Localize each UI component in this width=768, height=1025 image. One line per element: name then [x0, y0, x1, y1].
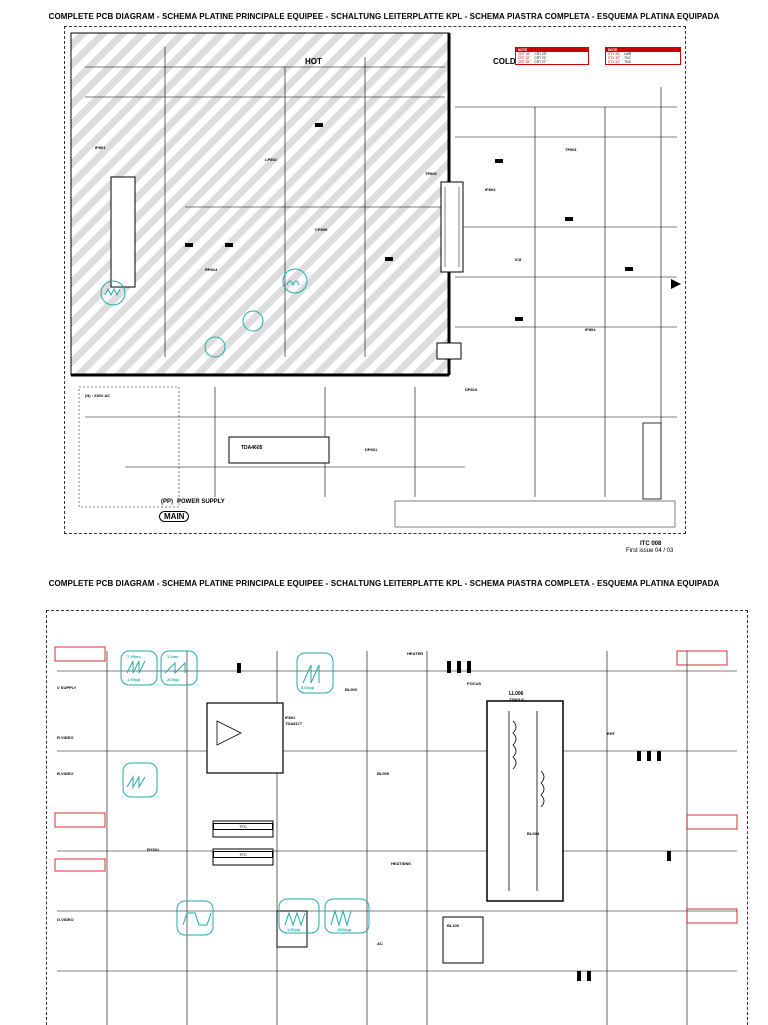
- hot-zone-label: HOT: [305, 57, 322, 66]
- transformer-label: LL006: [509, 691, 524, 697]
- table-right-header: NOTE: [606, 48, 680, 52]
- component-label: HEATSINK: [391, 861, 412, 866]
- top-title: COMPLETE PCB DIAGRAM - SCHEMA PLATINE PR…: [48, 12, 720, 21]
- waveform-label: 1.5Vpp: [127, 677, 141, 682]
- net-label: R.VIDEO: [57, 735, 74, 740]
- component-label: CP805: [315, 227, 328, 232]
- net-label: B.VIDEO: [57, 771, 74, 776]
- waveform-label: 1.5Vpp: [287, 927, 301, 932]
- component-table-right: NOTE STV 28"LMR STV 32"TNC STV 21"TNS: [605, 47, 681, 65]
- bottom-title: COMPLETE PCB DIAGRAM - SCHEMA PLATINE PR…: [48, 579, 720, 588]
- waveform-label: 7.29ms: [127, 654, 141, 659]
- table-right-cell: TNC: [624, 56, 631, 60]
- power-supply-label: POWER SUPPLY: [177, 499, 225, 505]
- net-label: EHT: [607, 731, 615, 736]
- component-label: IP804: [585, 327, 596, 332]
- table-left-header: NOTE: [516, 48, 588, 52]
- component-label: DP813: [465, 387, 478, 392]
- component-label: IC8: [515, 257, 522, 262]
- net-label: FOCUS: [467, 681, 481, 686]
- waveform-label: 1.2ms: [167, 654, 179, 659]
- net-label: V SUPPLY: [57, 685, 77, 690]
- net-label: HEATER: [407, 651, 424, 656]
- component-label: IP801: [95, 145, 106, 150]
- component-label: BL003: [345, 687, 358, 692]
- waveform-label: 150Vpp: [337, 927, 352, 932]
- power-supply-drawing: [70, 32, 681, 528]
- chip-label: TDA4605: [241, 445, 263, 451]
- component-label: TP801: [565, 147, 577, 152]
- net-label: AC: [377, 941, 383, 946]
- main-badge: MAIN: [159, 511, 190, 522]
- component-label: LP802: [265, 157, 277, 162]
- component-label: BL004: [527, 831, 540, 836]
- component-label: IP803: [485, 187, 496, 192]
- deflection-drawing: [54, 646, 738, 1025]
- waveform-label: 5.6Vpp: [301, 685, 315, 690]
- component-label: BL005: [377, 771, 390, 776]
- heatsink-label: TFC: [213, 823, 273, 830]
- power-supply-schematic: HOT COLD NOTE CRT 28"CRT 29" CRT 32"CRT …: [64, 26, 686, 534]
- table-right-cell: LMR: [624, 52, 632, 56]
- ic-part-label: TDA8177: [285, 721, 303, 726]
- table-left-cell: CRT 32": [518, 56, 531, 60]
- net-label: G.VIDEO: [57, 917, 74, 922]
- cold-zone-label: COLD: [493, 57, 516, 66]
- footer-code: ITC 008: [640, 541, 662, 547]
- waveform-label: 26Vpp: [167, 677, 180, 682]
- component-table-left: NOTE CRT 28"CRT 29" CRT 32"CRT 21" CRT 2…: [515, 47, 589, 65]
- component-label: TP802: [425, 171, 437, 176]
- component-label: DP801: [365, 447, 378, 452]
- module-label: BL100: [447, 923, 460, 928]
- table-right-cell: TNS: [624, 60, 631, 64]
- table-left-cell: CRT 28": [518, 52, 531, 56]
- table-left-cell: CRT 27": [534, 60, 547, 64]
- footer-issue: First issue 04 / 03: [626, 548, 674, 554]
- table-right-cell: STV 28": [608, 52, 621, 56]
- heatsink-label: TFC: [213, 851, 273, 858]
- table-left-cell: CRT 29": [534, 52, 547, 56]
- table-right-cell: STV 21": [608, 60, 621, 64]
- table-left-cell: CRT 25": [518, 60, 531, 64]
- component-label: BY601: [147, 847, 160, 852]
- deflection-schematic: TFC TFC IF801 TDA8177 BL003 BL005 HEATSI…: [46, 610, 748, 1025]
- legend-title: (H) : 230V AC: [85, 393, 111, 398]
- ic-label: IF801: [285, 715, 296, 720]
- transformer-part-label: TS901/C: [509, 697, 525, 702]
- power-supply-code: (PP): [161, 499, 173, 505]
- table-left-cell: CRT 21": [534, 56, 547, 60]
- component-label: RP814: [205, 267, 218, 272]
- table-right-cell: STV 32": [608, 56, 621, 60]
